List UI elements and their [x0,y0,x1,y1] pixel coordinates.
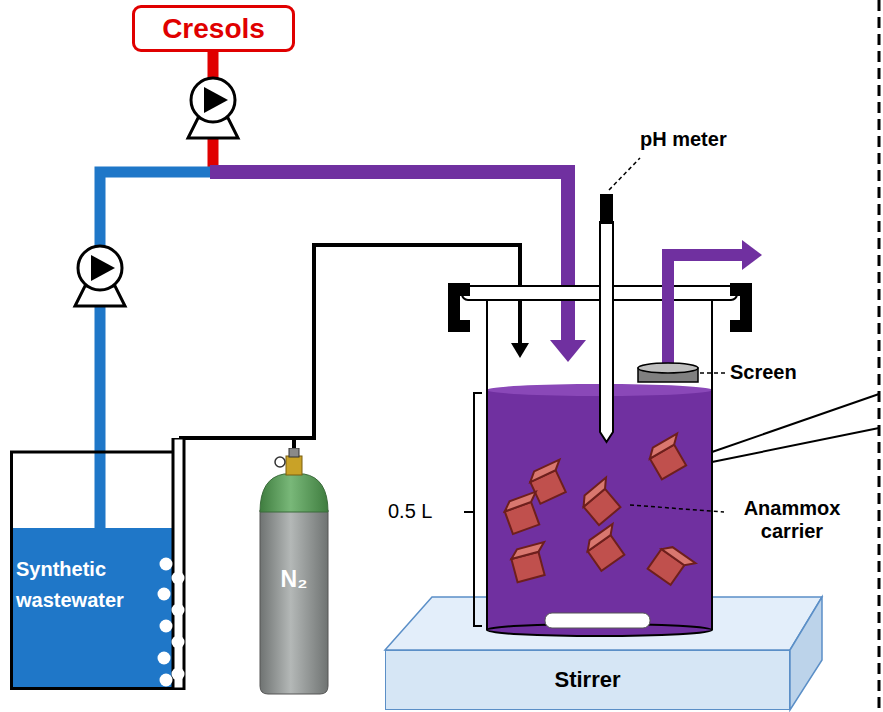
gas-bubble [172,636,185,649]
stirrer-plate: Stirrer [385,650,790,710]
part-label: pH meter [640,128,727,151]
pump-symbol [75,246,125,306]
gas-bubble [158,652,171,665]
leader-line [630,505,724,512]
feed-line [210,172,568,342]
gas-bubble [158,588,171,601]
part-label: Screen [730,361,797,384]
gas-bubble [172,668,185,681]
gas-bubble [172,604,185,617]
callout-line [712,428,879,462]
node-text: Cresols [162,15,265,43]
node-text: Stirrer [554,669,620,691]
anammox-carriers [502,434,695,590]
gas-bubble [172,572,185,585]
screen-filter [638,363,698,382]
nitrogen-cylinder: N₂ [258,448,330,696]
gas-bubble [160,558,173,571]
feed-arrowhead [550,340,586,362]
part-label: Anammox carrier [728,497,856,543]
wastewater-line [100,172,213,530]
callout-line [712,394,879,452]
node-text: N₂ [258,566,330,594]
wastewater-tank: Synthetic wastewater [10,438,186,690]
part-label: 0.5 L [388,500,432,523]
volume-bracket [464,393,482,626]
callout-divider [878,0,881,712]
gas-pipe [179,438,294,448]
outlet-arrowhead [742,240,762,270]
outlet-line [668,255,745,366]
ph-probe [600,194,613,442]
gas-bubble [160,674,173,687]
leader-line [700,372,726,374]
leader-line [609,158,640,190]
gas-bubble [160,620,173,633]
node-text: Synthetic wastewater [16,554,156,616]
stirrer-side-face [790,597,822,710]
chemical-box: Cresols [132,5,295,52]
pump-symbol [188,78,238,138]
gas-arrowhead [511,343,529,358]
